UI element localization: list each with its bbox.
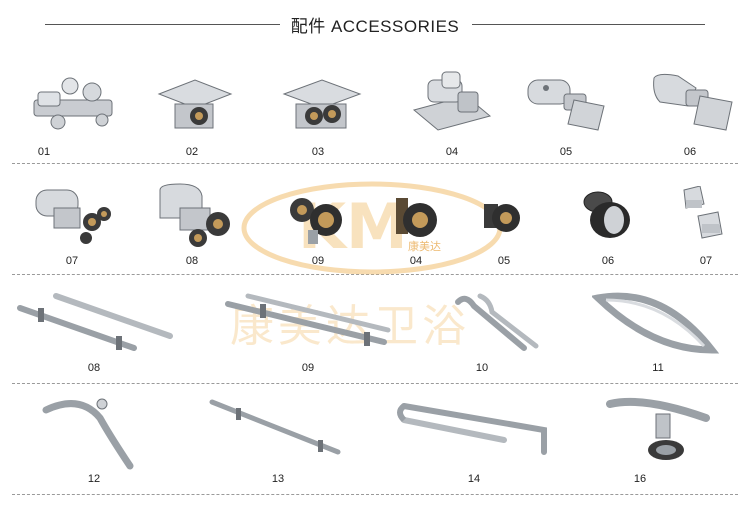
shower-hinge-product-image bbox=[653, 73, 733, 131]
page-title: 配件 ACCESSORIES bbox=[290, 17, 460, 36]
roller-bracket-product-image bbox=[35, 189, 111, 244]
row-divider bbox=[12, 383, 738, 384]
item-label: 13 bbox=[271, 473, 285, 485]
item-label: 02 bbox=[185, 146, 199, 158]
item-label: 14 bbox=[467, 473, 481, 485]
row-divider bbox=[12, 494, 738, 495]
round-knob-product-image bbox=[583, 191, 630, 238]
row-divider bbox=[12, 163, 738, 164]
arc-pull-handle-product-image bbox=[592, 292, 720, 354]
curved-pull-handle-product-image bbox=[455, 293, 539, 351]
item-label: 08 bbox=[87, 362, 101, 374]
item-label: 10 bbox=[475, 362, 489, 374]
roller-wheel-product-image bbox=[396, 198, 437, 237]
item-label: 04 bbox=[445, 146, 459, 158]
item-label: 06 bbox=[683, 146, 697, 158]
item-label: 11 bbox=[652, 362, 664, 374]
glass-clamp-clips-product-image bbox=[683, 186, 723, 239]
item-label: 09 bbox=[311, 255, 325, 267]
km-logo-watermark: KM 康美达 bbox=[241, 181, 503, 275]
s-curve-handle-product-image bbox=[42, 398, 134, 470]
item-label: 09 bbox=[301, 362, 315, 374]
lever-knob-handle-product-image bbox=[606, 397, 710, 460]
item-label: 12 bbox=[87, 473, 101, 485]
item-label: 16 bbox=[633, 473, 647, 485]
item-label: 06 bbox=[601, 255, 615, 267]
item-label: 05 bbox=[559, 146, 573, 158]
item-label: 01 bbox=[37, 146, 51, 158]
large-roller-bracket-product-image bbox=[159, 183, 230, 247]
item-label: 07 bbox=[699, 255, 713, 267]
straight-bar-handle-product-image bbox=[209, 399, 341, 455]
item-label: 05 bbox=[497, 255, 511, 267]
header-rule-left bbox=[45, 24, 280, 25]
towel-bar-handle-product-image bbox=[397, 403, 547, 455]
item-label: 08 bbox=[185, 255, 199, 267]
double-wheel-roller-product-image bbox=[290, 198, 342, 244]
long-pull-handle-product-image bbox=[225, 293, 391, 346]
header-rule-right bbox=[472, 24, 705, 25]
row-divider bbox=[12, 274, 738, 275]
back-to-back-pull-handle-product-image bbox=[17, 293, 173, 351]
item-label: 03 bbox=[311, 146, 325, 158]
double-roller-bracket-product-image bbox=[282, 79, 362, 129]
glass-to-wall-hinge-product-image bbox=[527, 79, 605, 131]
item-label: 04 bbox=[409, 255, 423, 267]
hinge-clamp-product-image bbox=[33, 77, 113, 130]
pivot-hinge-product-image bbox=[412, 71, 492, 131]
small-roller-product-image bbox=[484, 204, 520, 232]
glass-clip-roller-product-image bbox=[157, 79, 233, 129]
item-label: 07 bbox=[65, 255, 79, 267]
